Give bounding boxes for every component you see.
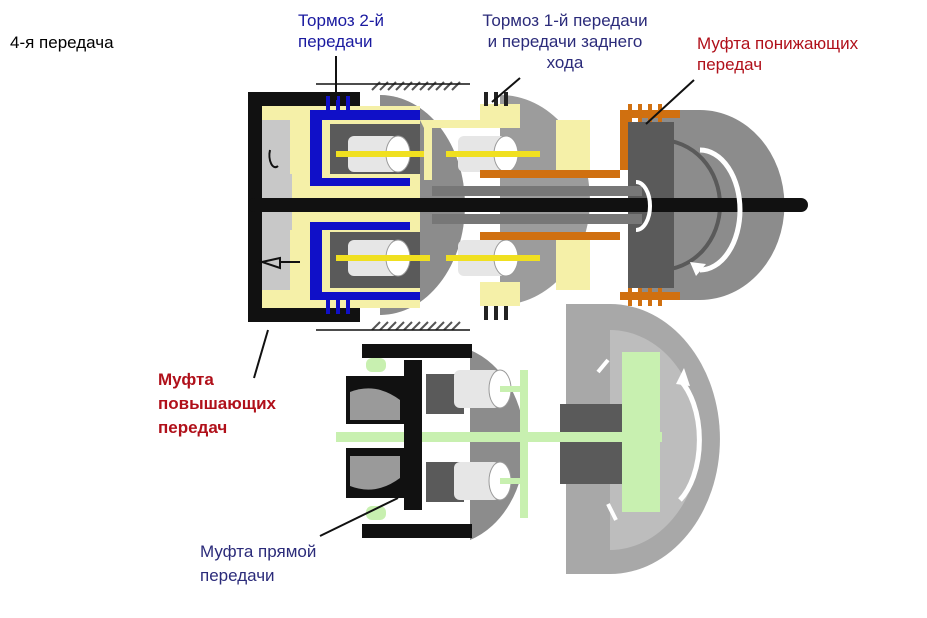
leader-lines [253, 56, 695, 537]
label-line: передачи [200, 566, 275, 585]
label-line: Муфта [158, 370, 214, 389]
green-plates [366, 358, 386, 520]
planet-gear-lower-set-2 [454, 461, 512, 501]
label-clutch-direct: Муфта прямой передачи [200, 540, 316, 588]
blue-brake-lower [310, 222, 420, 300]
label-line: передач [697, 55, 763, 74]
yellow-pins [336, 151, 540, 261]
label-line: Муфта понижающих [697, 34, 859, 53]
blue-teeth [326, 96, 350, 314]
direct-clutch-top [362, 344, 472, 358]
label-clutch-downshift: Муфта понижающих передач [697, 33, 858, 75]
page-title: 4-я передача [10, 33, 114, 52]
lower-shaft [336, 432, 662, 442]
orange-teeth [628, 104, 662, 306]
main-shaft [248, 198, 808, 212]
lower-arrow-1 [538, 391, 549, 425]
label-line: передачи [298, 32, 373, 51]
blue-brake-upper [310, 110, 420, 186]
rotation-arrow-1 [635, 180, 652, 232]
label-clutch-upshift: Муфта повышающих передач [158, 368, 276, 440]
label-brake-2nd-gear: Тормоз 2-й передачи [298, 10, 384, 52]
lower-arrow-2 [596, 358, 610, 374]
direct-clutch-bottom [362, 524, 472, 538]
label-line: передач [158, 418, 228, 437]
housing [248, 92, 360, 322]
label-brake-1st-reverse: Тормоз 1-й передачи и передачи заднего х… [460, 10, 670, 73]
rotation-arrow-2 [699, 147, 743, 273]
label-line: и передачи заднего [487, 32, 643, 51]
label-line: Тормоз 2-й [298, 11, 385, 30]
label-line: повышающих [158, 394, 277, 413]
label-line: Тормоз 1-й передачи [482, 11, 648, 30]
label-line: Муфта прямой [200, 542, 317, 561]
label-line: хода [546, 53, 584, 72]
